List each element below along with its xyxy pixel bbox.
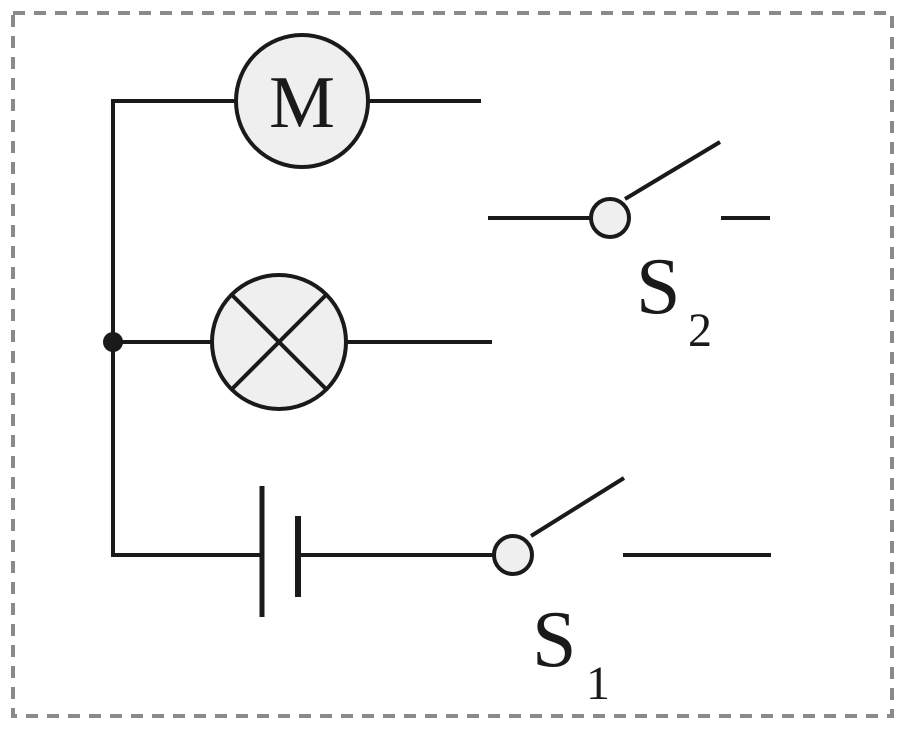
motor-label: M [269, 62, 335, 144]
s1-pivot [492, 534, 534, 576]
s2-label-subscript: 2 [688, 304, 712, 357]
s2-label-letter: S [636, 243, 681, 331]
s2-pivot [589, 197, 631, 239]
lamp-cross [230, 293, 328, 391]
dashed-frame [11, 11, 894, 718]
motor-symbol [234, 33, 370, 169]
s1-label-letter: S [532, 596, 577, 684]
junction-dot [103, 332, 123, 352]
s1-blade [529, 476, 626, 538]
s2-blade [623, 140, 722, 201]
s1-label-subscript: 1 [586, 657, 610, 710]
